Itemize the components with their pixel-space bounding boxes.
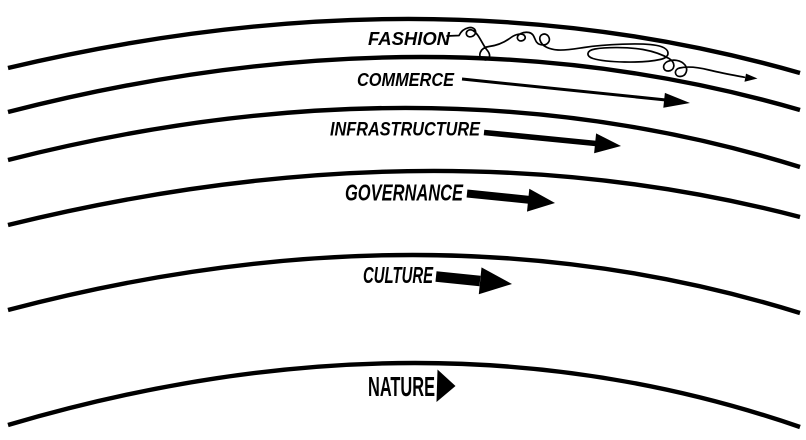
arc-boundary-5: [7, 252, 801, 316]
short-thick-arrow-shaft: [466, 189, 530, 204]
layer-infrastructure: INFRASTRUCTURE: [330, 120, 621, 154]
extra-thick-arrowhead-icon: [478, 267, 512, 295]
long-thin-arrowhead-icon: [663, 92, 690, 108]
layer-label-infrastructure: INFRASTRUCTURE: [330, 120, 481, 141]
arc-boundary-4: [7, 168, 801, 228]
tangled-squiggle-arrowhead-icon: [744, 73, 758, 82]
arc-boundary-1: [7, 16, 801, 76]
tangled-squiggle-arrow-icon: [446, 26, 746, 79]
medium-arrowhead-icon: [594, 133, 621, 154]
band-boundary-arcs: [7, 16, 801, 430]
layer-label-fashion: FASHION: [368, 29, 451, 49]
layer-fashion: FASHION: [368, 26, 758, 82]
layer-nature: NATURE: [368, 369, 456, 402]
arrowhead-only-icon: [436, 369, 456, 402]
layer-governance: GOVERNANCE: [345, 180, 555, 212]
short-thick-arrowhead-icon: [527, 188, 555, 212]
layer-label-culture: CULTURE: [363, 262, 433, 288]
layer-label-nature: NATURE: [368, 371, 435, 402]
medium-arrow-shaft: [483, 129, 597, 147]
layer-label-commerce: COMMERCE: [357, 70, 455, 90]
arc-boundary-3: [7, 105, 801, 170]
long-thin-arrow-shaft: [461, 77, 667, 102]
arc-boundary-6: [7, 360, 801, 430]
layer-commerce: COMMERCE: [357, 70, 690, 108]
extra-thick-arrow-shaft: [435, 271, 481, 287]
arc-boundary-2: [7, 54, 801, 115]
layer-culture: CULTURE: [363, 262, 512, 295]
layer-label-governance: GOVERNANCE: [345, 180, 463, 206]
